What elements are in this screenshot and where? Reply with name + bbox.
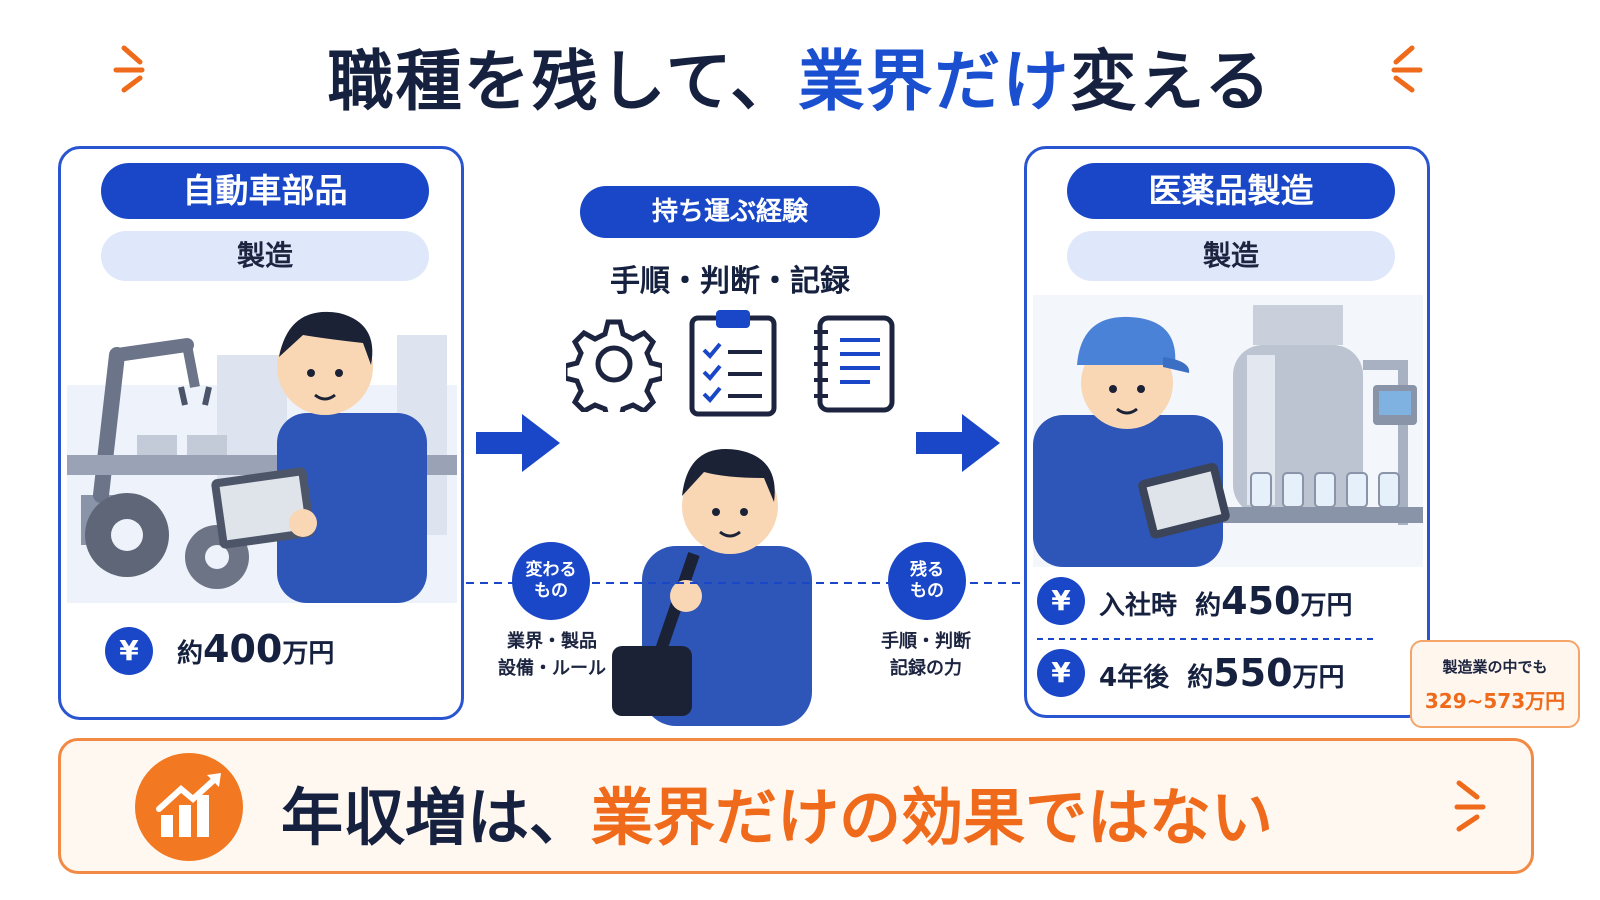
remains-badge: 残るもの bbox=[888, 542, 966, 620]
chart-up-icon bbox=[135, 753, 243, 861]
factory-worker-illustration bbox=[67, 311, 457, 603]
arrow-right-icon bbox=[476, 414, 560, 472]
spark-left-icon bbox=[113, 45, 145, 93]
industry-label: 医薬品製造 bbox=[1067, 163, 1395, 219]
industry-label: 自動車部品 bbox=[101, 163, 429, 219]
job-label: 製造 bbox=[1067, 231, 1395, 281]
carried-experience-label: 持ち運ぶ経験 bbox=[580, 186, 880, 238]
conclusion-text: 年収増は、業界だけの効果ではない bbox=[281, 781, 1274, 854]
notebook-icon bbox=[814, 315, 895, 413]
yen-icon: ¥ bbox=[1037, 577, 1085, 625]
traveling-worker-illustration bbox=[612, 448, 812, 726]
salary-divider bbox=[1037, 638, 1377, 640]
spark-right-icon bbox=[1391, 45, 1423, 93]
carried-experience-subtitle: 手順・判断・記録 bbox=[610, 264, 850, 299]
job-label: 製造 bbox=[101, 231, 429, 281]
salary-range-note: 製造業の中でも 329~573万円 bbox=[1410, 640, 1580, 728]
yen-icon: ¥ bbox=[105, 627, 153, 675]
entry-salary: 入社時 約450万円 bbox=[1099, 579, 1353, 623]
pharma-worker-illustration bbox=[1033, 295, 1423, 567]
note-range: 329~573万円 bbox=[1424, 689, 1566, 713]
remains-list: 手順・判断記録の力 bbox=[881, 631, 971, 679]
page-title: 職種を残して、業界だけ変える bbox=[327, 43, 1273, 120]
conclusion-banner: 年収増は、業界だけの効果ではない bbox=[58, 738, 1534, 874]
gear-icon bbox=[566, 319, 662, 412]
current-salary: 約400万円 bbox=[177, 627, 335, 671]
changes-badge: 変わるもの bbox=[512, 542, 590, 620]
new-job-panel: 医薬品製造 製造 ¥ 入社時 約450万円 ¥ 4年後 約550万円 bbox=[1024, 146, 1430, 718]
note-caption: 製造業の中でも bbox=[1442, 658, 1548, 676]
spark-right-icon bbox=[1454, 780, 1486, 832]
later-salary: 4年後 約550万円 bbox=[1099, 651, 1345, 695]
current-job-panel: 自動車部品 製造 ¥ 約400万円 bbox=[58, 146, 464, 720]
changes-list: 業界・製品設備・ルール bbox=[498, 631, 606, 679]
arrow-right-icon bbox=[916, 414, 1000, 472]
yen-icon: ¥ bbox=[1037, 649, 1085, 697]
checklist-icon bbox=[689, 310, 777, 417]
